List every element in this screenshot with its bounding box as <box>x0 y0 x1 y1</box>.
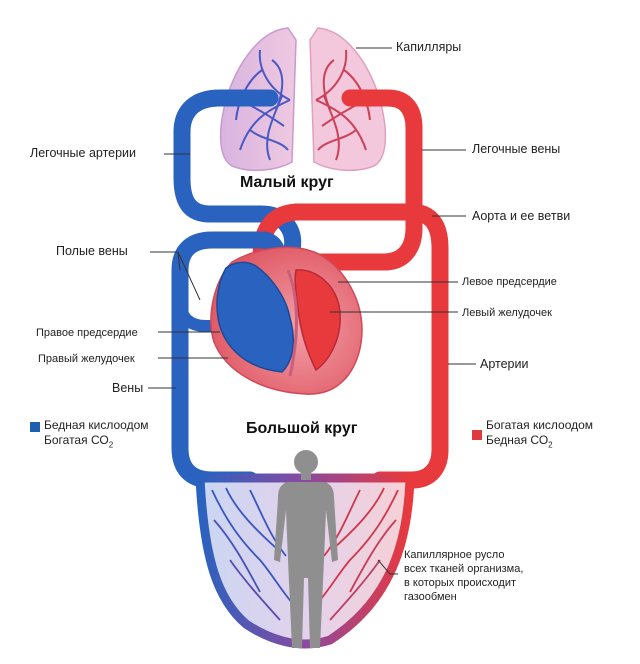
legend-oxygen-rich-line2: Бедная СО2 <box>486 433 593 452</box>
label-arteries: Артерии <box>480 357 529 371</box>
legend-oxygen-rich: Богатая кислоодом Бедная СО2 <box>486 418 593 452</box>
capillary-bed-line-4: газообмен <box>404 591 457 603</box>
legend-oxygen-rich-co2: Бедная СО <box>486 433 549 447</box>
label-left-atrium: Левое предсердие <box>462 276 557 288</box>
heart <box>210 246 363 395</box>
legend-swatch-oxygen-poor <box>30 422 40 432</box>
legend-oxygen-rich-sub: 2 <box>548 440 553 450</box>
label-big-circle: Большой круг <box>246 420 358 437</box>
label-veins: Вены <box>112 381 144 395</box>
label-left-ventricle: Левый желудочек <box>462 307 552 319</box>
legend-oxygen-poor-line2: Богатая СО2 <box>44 433 149 452</box>
label-pulmonary-arteries: Легочные артерии <box>30 146 137 160</box>
systemic-circuit <box>171 203 449 489</box>
label-capillary-bed: Капиллярное русло всех тканей организма,… <box>404 548 523 604</box>
legend-swatch-oxygen-rich <box>472 430 482 440</box>
label-right-ventricle: Правый желудочек <box>38 353 135 365</box>
legend-oxygen-poor-sub: 2 <box>108 440 114 450</box>
capillary-bed-line-1: Капиллярное русло <box>404 549 505 561</box>
label-aorta: Аорта и ее ветви <box>472 209 571 223</box>
label-right-atrium: Правое предсердие <box>36 327 138 339</box>
label-vena-cava: Полые вены <box>56 244 128 258</box>
leader-lines <box>148 47 476 575</box>
legend-oxygen-poor-co2: Богатая СО <box>44 433 109 447</box>
capillary-bed-line-3: в которых происходит <box>404 577 517 589</box>
label-capillaries: Капилляры <box>396 40 462 54</box>
legend-oxygen-poor-line1: Бедная кислоодом <box>44 418 149 432</box>
human-figure <box>274 450 338 648</box>
legend-oxygen-poor: Бедная кислоодом Богатая СО2 <box>44 418 149 452</box>
capillary-bed-line-2: всех тканей организма, <box>404 563 524 575</box>
label-small-circle: Малый круг <box>240 174 334 191</box>
label-pulmonary-veins: Легочные вены <box>472 142 561 156</box>
legend-oxygen-rich-line1: Богатая кислоодом <box>486 418 594 432</box>
